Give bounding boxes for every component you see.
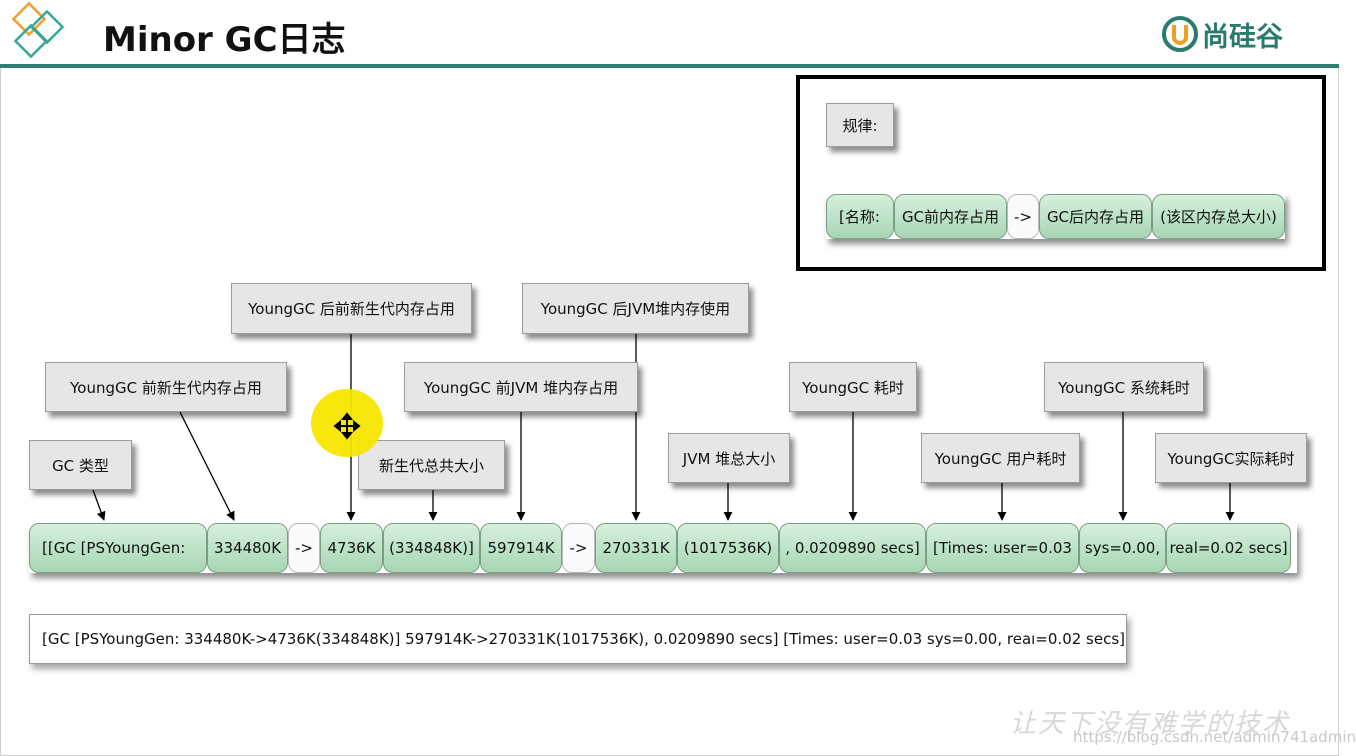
log-segment-user-time: [Times: user=0.03	[926, 523, 1079, 573]
callout-young-after: YoungGC 后前新生代内存占用	[231, 283, 472, 334]
callout-young-before: YoungGC 前新生代内存占用	[45, 362, 287, 412]
brand-name: 尚硅谷	[1202, 21, 1283, 53]
log-segment-gc-time: , 0.0209890 secs]	[779, 523, 926, 573]
callout-gc-type: GC 类型	[29, 440, 132, 490]
callout-jvm-before: YoungGC 前JVM 堆内存占用	[404, 362, 638, 412]
watermark-url: https://blog.csdn.net/admin741admin	[1073, 728, 1356, 746]
raw-gc-log-line: [GC [PSYoungGen: 334480K->4736K(334848K)…	[29, 614, 1127, 664]
legend-pattern-row: [名称: GC前内存占用 -> GC后内存占用 (该区内存总大小)	[826, 194, 1285, 239]
callout-gc-time: YoungGC 耗时	[789, 362, 917, 412]
page-title: Minor GC日志	[103, 20, 346, 60]
callout-sys-time: YoungGC 系统耗时	[1044, 362, 1204, 412]
log-segment-young-total: (334848K)]	[383, 523, 480, 573]
callout-real-time: YoungGC实际耗时	[1155, 433, 1307, 483]
legend-before-segment: GC前内存占用	[894, 194, 1007, 239]
log-segment-jvm-after: 270331K	[595, 523, 677, 573]
legend-name-segment: [名称:	[826, 194, 894, 239]
log-segment-jvm-total: (1017536K)	[677, 523, 779, 573]
callout-jvm-after: YoungGC 后JVM堆内存使用	[522, 283, 749, 334]
gc-log-breakdown: [[GC [PSYoungGen: 334480K -> 4736K (3348…	[29, 523, 1297, 573]
callout-user-time: YoungGC 用户耗时	[921, 433, 1080, 483]
watermark-slogan: 让天下没有难学的技术	[1010, 709, 1291, 739]
log-segment-real-time: real=0.02 secs]	[1166, 523, 1291, 573]
move-cursor-icon	[333, 412, 361, 440]
log-segment-gc-type: [[GC [PSYoungGen:	[29, 523, 207, 573]
legend-after-segment: GC后内存占用	[1039, 194, 1152, 239]
log-segment-young-after: 4736K	[320, 523, 383, 573]
slide-header: Minor GC日志 尚硅谷	[0, 0, 1339, 66]
log-segment-sys-time: sys=0.00,	[1079, 523, 1166, 573]
log-segment-young-before: 334480K	[207, 523, 288, 573]
callout-jvm-total: JVM 堆总大小	[668, 433, 790, 483]
legend-total-segment: (该区内存总大小)	[1152, 194, 1285, 239]
diamond-logo-icon	[11, 1, 65, 59]
brand-u-icon	[1162, 16, 1198, 52]
log-segment-jvm-before: 597914K	[480, 523, 562, 573]
brand-logo: 尚硅谷	[1162, 14, 1283, 54]
legend-tag: 规律:	[826, 103, 894, 147]
legend-arrow-segment: ->	[1007, 194, 1039, 239]
log-segment-arrow: ->	[562, 523, 595, 573]
header-divider	[0, 64, 1339, 68]
callout-young-total: 新生代总共大小	[358, 440, 505, 490]
log-segment-arrow: ->	[288, 523, 320, 573]
